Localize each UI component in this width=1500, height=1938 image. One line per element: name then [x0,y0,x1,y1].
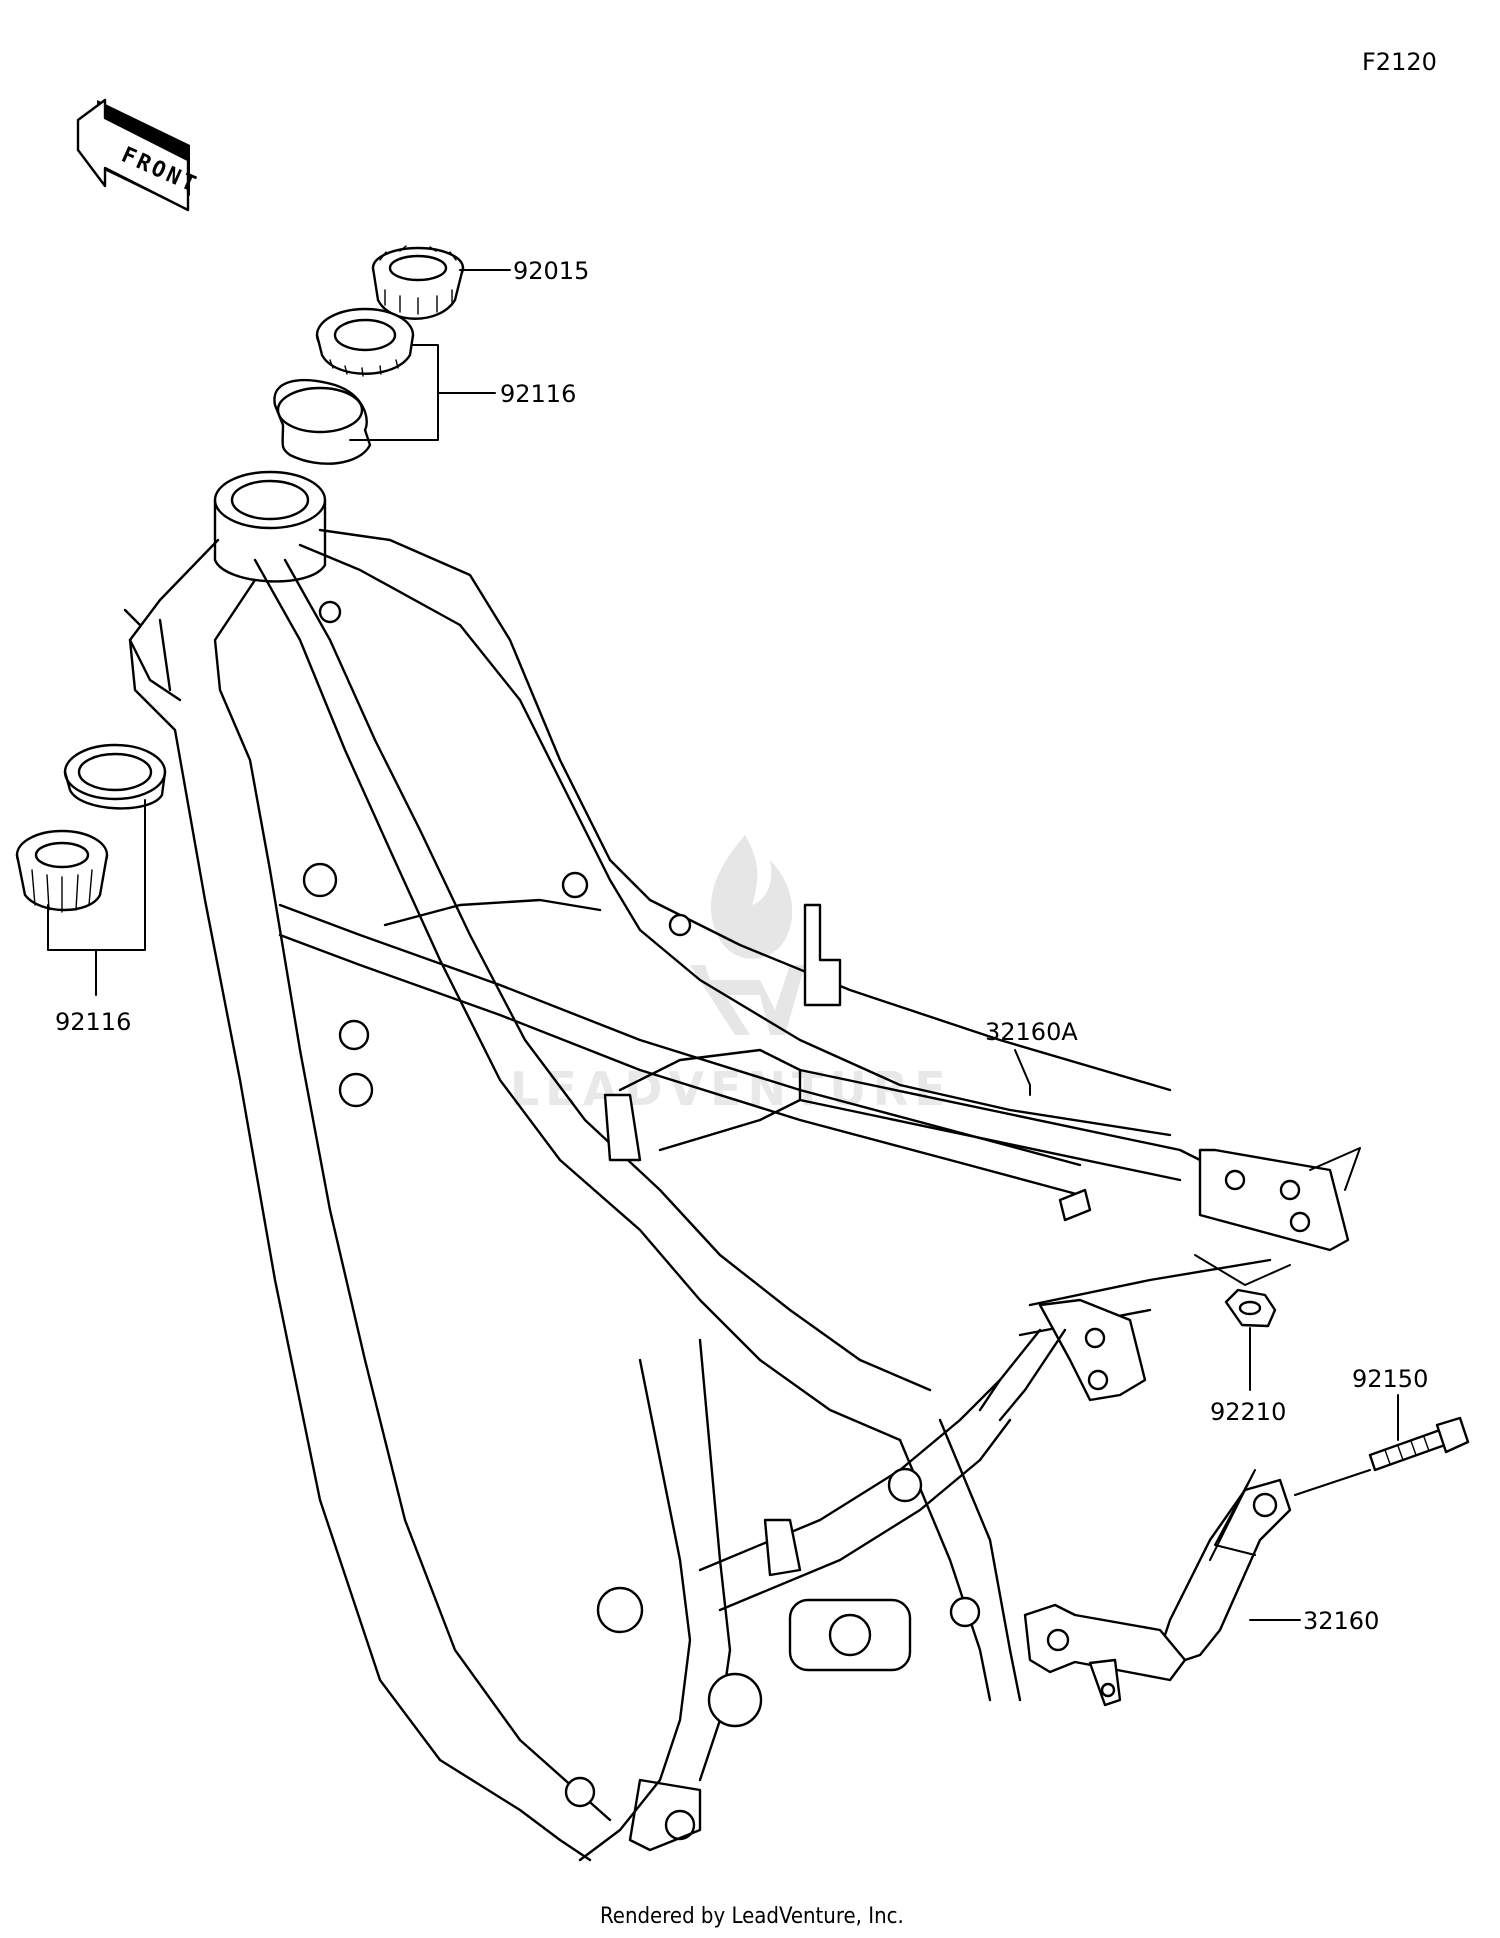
leader-32160A [1014,1049,1031,1096]
steering-stem-nut [371,245,465,320]
label-32160: 32160 [1303,1607,1379,1635]
leader-92116-upper [349,344,496,441]
label-92116-lower: 92116 [55,1008,131,1036]
watermark: LEADVENTURE [510,835,952,1116]
upper-race [273,378,372,465]
lower-bearing [15,829,109,913]
break-indicator-lower [1209,1469,1371,1561]
label-92150: 92150 [1352,1365,1428,1393]
main-frame [123,470,1350,1862]
footer-credit: Rendered by LeadVenture, Inc. [600,1904,904,1929]
upper-bearing [315,307,415,377]
bolt-92150 [1368,1416,1470,1472]
label-92116-upper: 92116 [500,380,576,408]
break-indicator-upper [1309,1147,1361,1191]
front-arrow-icon: FRONT [76,98,202,212]
subframe-nut [1224,1288,1277,1328]
figure-code: F2120 [1362,48,1437,76]
label-92015: 92015 [513,257,589,285]
watermark-text: LEADVENTURE [510,1062,952,1116]
label-32160A: 32160A [985,1018,1078,1046]
leader-92116-lower [47,799,146,996]
bracket-32160 [1023,1478,1292,1707]
lower-race [63,743,167,810]
leader-92210 [1194,1254,1291,1391]
label-92210: 92210 [1210,1398,1286,1426]
